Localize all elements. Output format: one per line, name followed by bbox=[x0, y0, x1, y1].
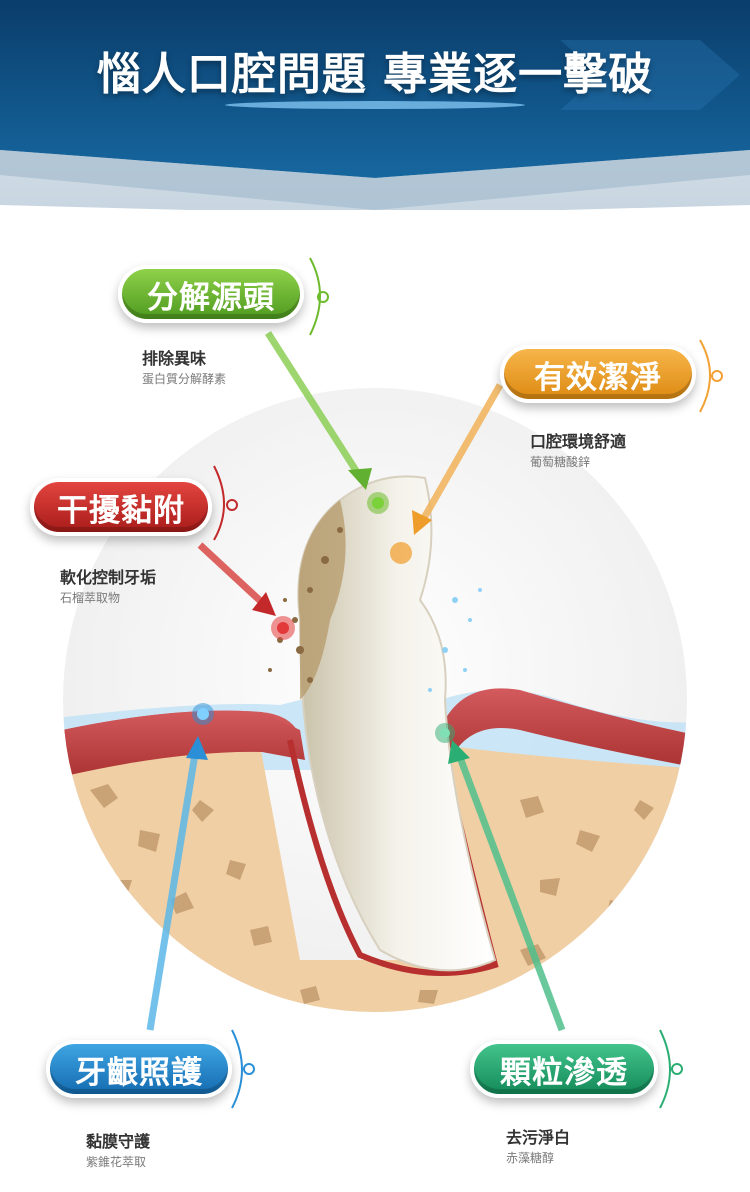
feature-sub-label: 葡萄糖酸鋅 bbox=[530, 455, 591, 469]
feature-main-label: 排除異味 bbox=[142, 349, 207, 368]
feature-button-particle-penetration[interactable]: 顆粒滲透 bbox=[470, 1040, 658, 1098]
feature-button-interfere-adhesion[interactable]: 干擾黏附 bbox=[30, 478, 212, 536]
feature-sub-label: 紫錐花萃取 bbox=[86, 1155, 147, 1169]
feature-button-effective-clean[interactable]: 有效潔淨 bbox=[500, 345, 696, 403]
page-title: 惱人口腔問題 專業逐一擊破 bbox=[96, 49, 654, 100]
feature-main-label: 口腔環境舒適 bbox=[530, 432, 627, 451]
feature-button-gum-care[interactable]: 牙齦照護 bbox=[46, 1040, 232, 1098]
feature-sub-label: 石榴萃取物 bbox=[60, 591, 121, 605]
feature-sub-label: 赤藻糖醇 bbox=[506, 1151, 555, 1165]
feature-main-label: 黏膜守護 bbox=[86, 1132, 151, 1151]
feature-button-break-source[interactable]: 分解源頭 bbox=[118, 265, 304, 323]
feature-sub-label: 蛋白質分解酵素 bbox=[142, 372, 227, 386]
feature-main-label: 軟化控制牙垢 bbox=[60, 568, 157, 587]
feature-main-label: 去污淨白 bbox=[506, 1128, 571, 1147]
